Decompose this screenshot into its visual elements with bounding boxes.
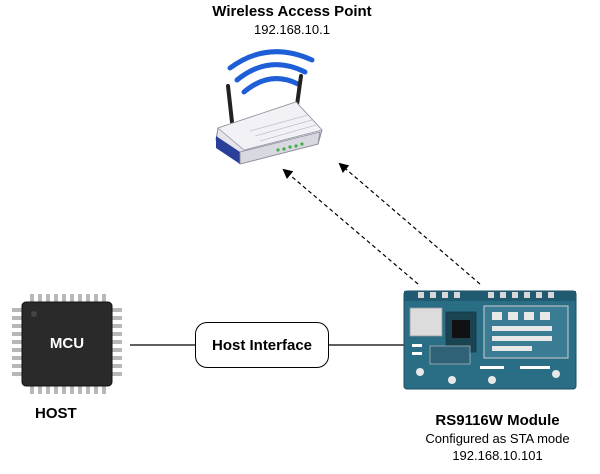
router-antenna-left — [226, 84, 234, 124]
mcu-chip-label: MCU — [50, 335, 84, 352]
access-point-ip: 192.168.10.1 — [254, 22, 330, 37]
mcu-chip-icon: MCU — [12, 294, 122, 394]
board-rf-shield — [409, 307, 443, 337]
module-ip: 192.168.10.101 — [452, 448, 543, 463]
access-point-title: Wireless Access Point — [212, 3, 372, 20]
module-description: Configured as STA mode — [425, 431, 570, 446]
wireless-link-arrow-right — [338, 162, 481, 285]
wireless-link-arrow-left — [282, 168, 419, 285]
wireless-router-icon — [215, 49, 323, 165]
wifi-signal-icon — [227, 49, 315, 95]
module-title: RS9116W Module — [435, 412, 560, 429]
host-interface-label: Host Interface — [211, 336, 313, 354]
rs9116w-board-icon — [403, 290, 577, 390]
mcu-chip-body — [21, 301, 113, 387]
host-label: HOST — [35, 405, 77, 422]
host-interface-box: Host Interface — [195, 322, 329, 368]
